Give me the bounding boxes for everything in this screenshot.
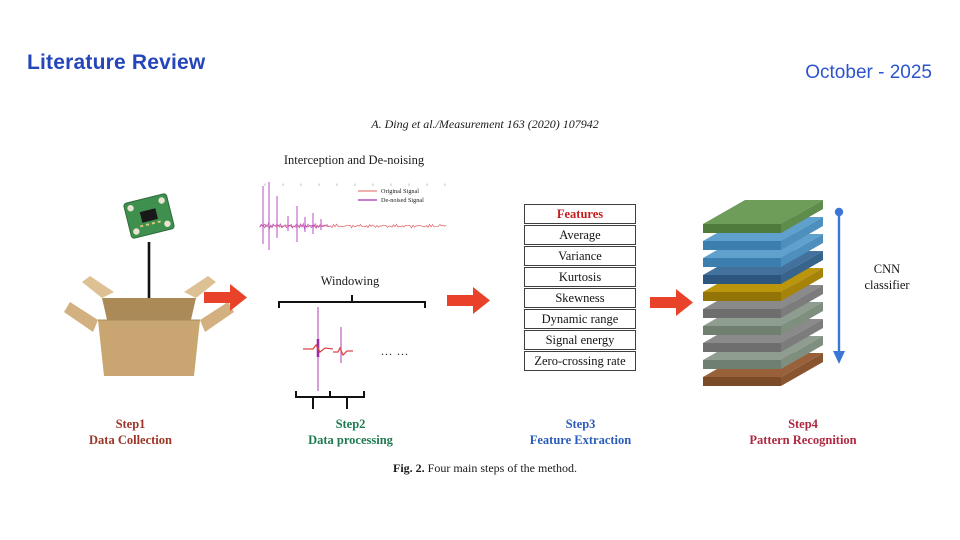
feature-row: Variance (524, 246, 636, 266)
step-name: Data processing (308, 432, 393, 447)
cnn-classifier-label: CNN classifier (845, 261, 929, 294)
step-name: Feature Extraction (529, 432, 632, 447)
feature-row: Dynamic range (524, 309, 636, 329)
step-name: Data Collection (89, 432, 172, 447)
signal-legend: Original Signal De-noised Signal (358, 188, 424, 204)
feature-row: Kurtosis (524, 267, 636, 287)
feature-row: Average (524, 225, 636, 245)
legend-original-signal: Original Signal (381, 188, 419, 195)
feature-row: Skewness (524, 288, 636, 308)
step-label: Step2 Data processing (273, 417, 428, 448)
sensor-board-icon (123, 193, 175, 239)
cardboard-box-icon (64, 276, 234, 376)
windowed-signal-segments (303, 307, 353, 391)
features-table-header: Features (524, 204, 636, 224)
page-title: Literature Review (27, 51, 206, 74)
axis-ticks (264, 183, 446, 186)
data-collection-illustration (64, 193, 234, 376)
cnn-span-arrow (833, 207, 845, 364)
slide-date: October - 2025 (805, 62, 932, 83)
paper-citation: A. Ding et al./Measurement 163 (2020) 10… (371, 117, 599, 131)
windowing-bottom-brackets (295, 391, 365, 409)
signal-plot: Original Signal De-noised Signal (259, 182, 447, 250)
figure-caption: Fig. 2. Four main steps of the method. (0, 461, 960, 476)
step-number: Step4 (788, 417, 818, 431)
step-label: Step3 Feature Extraction (503, 417, 658, 448)
step-label: Step4 Pattern Recognition (723, 417, 883, 448)
windowing-title: Windowing (320, 274, 380, 288)
step-label: Step1 Data Collection (53, 417, 208, 448)
signal-plot-title: Interception and De-noising (283, 153, 425, 167)
ellipsis-dots: ... ... (381, 344, 409, 358)
feature-row: Signal energy (524, 330, 636, 350)
step-number: Step2 (335, 417, 366, 431)
flow-arrow-2 (447, 287, 490, 314)
cnn-label-line2: classifier (864, 278, 910, 293)
flow-arrow-1 (204, 284, 247, 311)
caption-text: Four main steps of the method. (427, 461, 577, 475)
step-number: Step3 (565, 417, 596, 431)
step-number: Step1 (115, 417, 146, 431)
caption-number: Fig. 2. (393, 461, 425, 475)
feature-row: Zero-crossing rate (524, 351, 636, 371)
cnn-layer-stack (703, 200, 823, 386)
legend-denoised-signal: De-noised Signal (381, 197, 424, 204)
step-name: Pattern Recognition (749, 432, 857, 447)
flow-arrow-3 (650, 289, 693, 316)
windowing-top-bracket (278, 295, 426, 308)
cnn-label-line1: CNN (873, 262, 901, 276)
